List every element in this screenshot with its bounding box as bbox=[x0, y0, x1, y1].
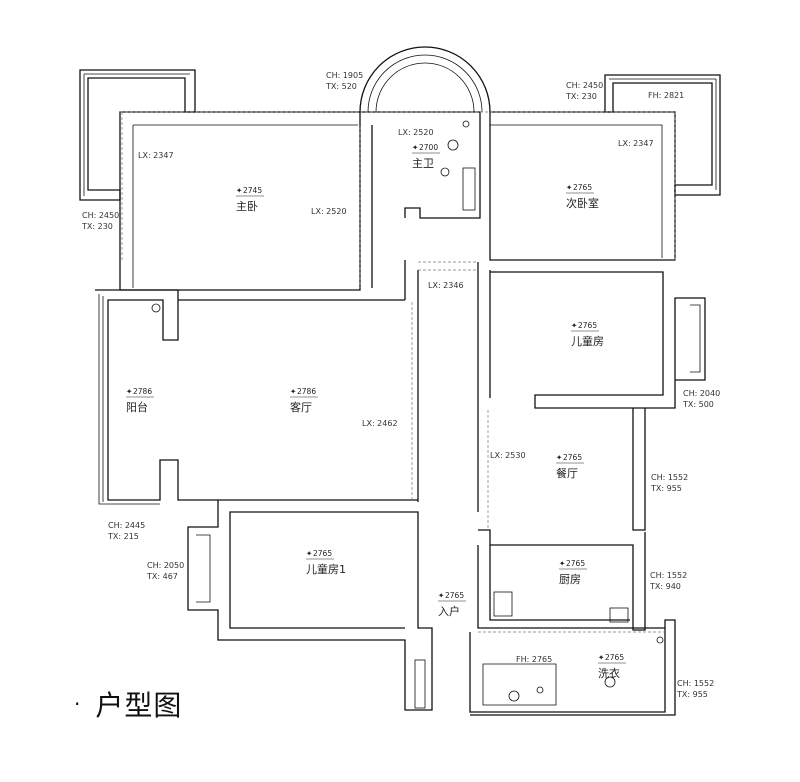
annotation-fh2821: FH: 2821 bbox=[648, 91, 684, 100]
room-kids-room-1: ✦2765 儿童房1 bbox=[306, 549, 346, 576]
ceiling-marker-icon: ✦ bbox=[598, 653, 604, 662]
floor-plan-caption: · 户型图 bbox=[74, 684, 182, 724]
room-name: 主卫 bbox=[412, 157, 434, 170]
annotation-line: TX: 467 bbox=[146, 572, 178, 581]
ceiling-marker-icon: ✦ bbox=[306, 549, 312, 558]
room-name: 次卧室 bbox=[566, 196, 599, 210]
fixtures bbox=[151, 120, 664, 702]
ceiling-marker-icon: ✦ bbox=[126, 387, 132, 396]
room-height: 2765 bbox=[573, 183, 592, 192]
room-living-room: ✦2786 客厅 bbox=[290, 387, 318, 414]
room-height: 2765 bbox=[445, 591, 464, 600]
room-dining-room: ✦2765 餐厅 bbox=[556, 453, 584, 480]
room-height: 2765 bbox=[578, 321, 597, 330]
beam-label-lx2347b: LX: 2347 bbox=[618, 139, 654, 148]
annotation-line: FH: 2765 bbox=[516, 655, 552, 664]
room-height: 2765 bbox=[563, 453, 582, 462]
room-name: 儿童房1 bbox=[306, 562, 346, 576]
beam-labels: LX: 2347 LX: 2520 LX: 2520 LX: 2347 LX: … bbox=[138, 128, 654, 460]
beam-label-lx2520b: LX: 2520 bbox=[398, 128, 434, 137]
ceiling-marker-icon: ✦ bbox=[236, 186, 242, 195]
annotation-line: TX: 955 bbox=[676, 690, 708, 699]
annotation-line: TX: 500 bbox=[682, 400, 714, 409]
beam-lines bbox=[120, 111, 676, 633]
room-name: 入户 bbox=[438, 604, 460, 618]
room-height: 2765 bbox=[605, 653, 624, 662]
beam-label-lx2520a: LX: 2520 bbox=[311, 207, 347, 216]
annotation-line: CH: 1552 bbox=[650, 571, 687, 580]
room-name: 儿童房 bbox=[571, 334, 604, 348]
room-name: 客厅 bbox=[290, 400, 312, 414]
annotation-line: CH: 1905 bbox=[326, 71, 363, 80]
annotation-line: CH: 2450 bbox=[566, 81, 603, 90]
caption-title: 户型图 bbox=[95, 689, 183, 722]
annotation-line: CH: 2450 bbox=[82, 211, 119, 220]
room-height: 2745 bbox=[243, 186, 262, 195]
room-entrance: ✦2765 入户 bbox=[438, 591, 466, 618]
room-master-bedroom: ✦2745 主卧 bbox=[236, 186, 264, 213]
annotation-line: CH: 1552 bbox=[677, 679, 714, 688]
room-balcony: ✦2786 阳台 bbox=[126, 387, 154, 414]
room-master-bath: ✦2700 主卫 bbox=[412, 143, 440, 170]
room-second-bedroom: ✦2765 次卧室 bbox=[566, 183, 599, 210]
annotation-line: CH: 1552 bbox=[651, 473, 688, 482]
annotation-line: CH: 2040 bbox=[683, 389, 720, 398]
room-height: 2700 bbox=[419, 143, 438, 152]
ceiling-marker-icon: ✦ bbox=[438, 591, 444, 600]
room-name: 厨房 bbox=[559, 573, 581, 586]
annotation-line: CH: 2050 bbox=[147, 561, 184, 570]
ceiling-marker-icon: ✦ bbox=[412, 143, 418, 152]
walls bbox=[79, 46, 721, 716]
ceiling-marker-icon: ✦ bbox=[571, 321, 577, 330]
annotation-line: TX: 955 bbox=[650, 484, 682, 493]
annotation-line: FH: 2821 bbox=[648, 91, 684, 100]
room-name: 阳台 bbox=[126, 400, 148, 414]
room-kids-room: ✦2765 儿童房 bbox=[571, 321, 604, 348]
room-name: 主卧 bbox=[236, 200, 258, 213]
room-height: 2765 bbox=[313, 549, 332, 558]
ceiling-marker-icon: ✦ bbox=[290, 387, 296, 396]
annotation-line: TX: 215 bbox=[107, 532, 139, 541]
room-height: 2786 bbox=[297, 387, 316, 396]
room-name: 洗衣 bbox=[598, 666, 620, 680]
room-name: 餐厅 bbox=[556, 466, 578, 480]
annotation-line: TX: 230 bbox=[81, 222, 113, 231]
annotation-line: CH: 2445 bbox=[108, 521, 145, 530]
beam-label-lx2462: LX: 2462 bbox=[362, 419, 398, 428]
room-height: 2765 bbox=[566, 559, 585, 568]
ceiling-marker-icon: ✦ bbox=[566, 183, 572, 192]
ceiling-marker-icon: ✦ bbox=[556, 453, 562, 462]
annotation-fh2765: FH: 2765 bbox=[516, 655, 552, 664]
annotation-line: TX: 520 bbox=[325, 82, 357, 91]
room-height: 2786 bbox=[133, 387, 152, 396]
caption-bullet: · bbox=[74, 692, 82, 716]
annotation-line: TX: 940 bbox=[649, 582, 681, 591]
room-kitchen: ✦2765 厨房 bbox=[559, 559, 587, 586]
room-laundry: ✦2765 洗衣 bbox=[598, 653, 626, 680]
beam-label-lx2346: LX: 2346 bbox=[428, 281, 464, 290]
annotation-line: TX: 230 bbox=[565, 92, 597, 101]
beam-label-lx2530: LX: 2530 bbox=[490, 451, 526, 460]
beam-label-lx2347a: LX: 2347 bbox=[138, 151, 174, 160]
ceiling-marker-icon: ✦ bbox=[559, 559, 565, 568]
